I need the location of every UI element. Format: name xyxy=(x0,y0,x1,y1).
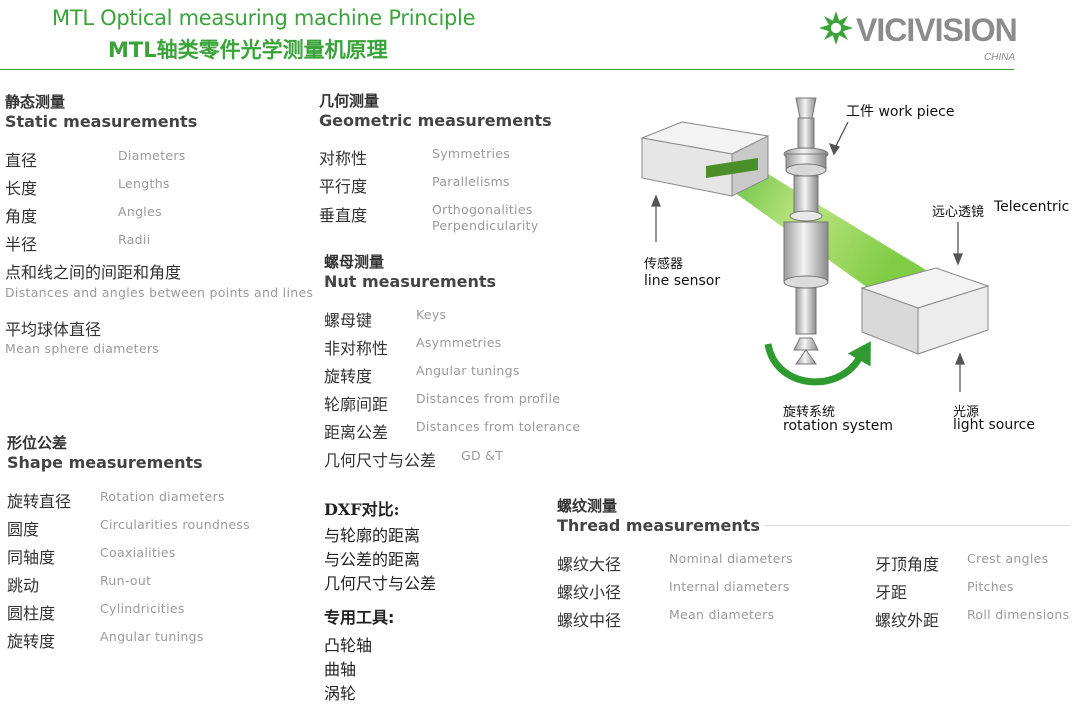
thread-item-en: Crest angles xyxy=(967,551,1049,566)
thread-item-en: Pitches xyxy=(967,579,1014,594)
thread-item-en: Mean diameters xyxy=(669,607,775,622)
thread-item-cn: 螺纹小径 xyxy=(557,583,622,602)
nut-heading-cn: 螺母测量 xyxy=(324,253,385,271)
shape-item-en: Circularities roundness xyxy=(100,517,250,532)
rotation-label-en: rotation system xyxy=(783,418,893,434)
thread-item-en: Internal diameters xyxy=(669,579,790,594)
workpiece-shaft xyxy=(783,97,829,365)
shape-heading-en: Shape measurements xyxy=(7,453,203,472)
static-item-en: Lengths xyxy=(118,176,170,191)
static-sphere-en: Mean sphere diameters xyxy=(5,341,160,356)
thread-item-en: Nominal diameters xyxy=(669,551,793,566)
static-item-en: Diameters xyxy=(118,148,186,163)
rotation-arrow-icon xyxy=(764,343,866,386)
nut-item-en: Keys xyxy=(416,307,447,322)
shape-item-cn: 同轴度 xyxy=(7,548,56,567)
light-label-cn: 光源 xyxy=(953,405,980,420)
nut-item-en: Distances from profile xyxy=(416,391,561,406)
logo-subtext: CHINA xyxy=(984,52,1015,63)
nut-item-en: Distances from tolerance xyxy=(416,419,581,434)
nut-item-en: GD &T xyxy=(461,448,504,463)
shape-item-en: Rotation diameters xyxy=(100,489,225,504)
thread-heading-en: Thread measurements xyxy=(557,516,760,535)
static-item-cn: 半径 xyxy=(5,235,38,254)
nut-heading-en: Nut measurements xyxy=(324,272,497,291)
static-heading-en: Static measurements xyxy=(5,112,198,131)
shape-item-en: Coaxialities xyxy=(100,545,176,560)
geometric-item-cn: 对称性 xyxy=(319,149,368,168)
static-points-en: Distances and angles between points and … xyxy=(5,285,314,300)
geometric-heading-cn: 几何测量 xyxy=(319,92,380,110)
thread-item-cn: 螺纹外距 xyxy=(875,611,940,630)
light-source-box xyxy=(860,267,990,355)
logo-burst-icon xyxy=(819,11,853,45)
thread-item-cn: 牙距 xyxy=(875,583,908,602)
nut-item-cn: 螺母键 xyxy=(324,311,373,330)
sensor-label-en: line sensor xyxy=(644,273,721,289)
geometric-item-cn: 平行度 xyxy=(319,177,368,196)
telecentric-label-cn: 远心透镜 xyxy=(932,205,985,220)
nut-item-cn: 距离公差 xyxy=(324,423,389,442)
nut-item-cn: 几何尺寸与公差 xyxy=(324,451,437,470)
static-item-cn: 直径 xyxy=(5,151,38,170)
nut-item-cn: 非对称性 xyxy=(324,339,389,358)
thread-item-en: Roll dimensions xyxy=(967,607,1070,622)
shape-item-cn: 圆度 xyxy=(7,520,40,539)
line-sensor-box xyxy=(640,121,770,197)
vicivision-logo: VICIVISION CHINA xyxy=(819,11,1018,63)
dxf-item: 与公差的距离 xyxy=(324,550,421,569)
shape-item-en: Run-out xyxy=(100,573,152,588)
nut-item-cn: 轮廓间距 xyxy=(324,395,389,414)
static-item-en: Angles xyxy=(118,204,162,219)
light-label-en: light source xyxy=(953,417,1035,433)
static-item-en: Radii xyxy=(118,232,151,247)
thread-item-cn: 螺纹大径 xyxy=(557,555,622,574)
shape-item-cn: 跳动 xyxy=(7,576,40,595)
workpiece-label: 工件 work piece xyxy=(846,104,955,120)
dxf-item: 几何尺寸与公差 xyxy=(324,574,437,593)
shape-heading-cn: 形位公差 xyxy=(7,434,68,452)
dxf-item: 与轮廓的距离 xyxy=(324,526,421,545)
telecentric-label-en: Telecentric xyxy=(994,199,1070,215)
static-heading-cn: 静态测量 xyxy=(5,93,66,111)
dxf-heading: DXF对比: xyxy=(324,500,400,519)
pointer-arrows xyxy=(651,121,965,392)
header-divider xyxy=(0,69,1014,70)
tools-item: 凸轮轴 xyxy=(324,636,373,655)
shape-item-cn: 圆柱度 xyxy=(7,604,56,623)
shape-item-cn: 旋转度 xyxy=(7,632,56,651)
static-points-cn: 点和线之间的间距和角度 xyxy=(5,263,182,282)
geometric-heading-en: Geometric measurements xyxy=(319,111,552,130)
tools-heading: 专用工具: xyxy=(324,608,395,627)
machine-diagram xyxy=(640,97,990,392)
geometric-item-en: Symmetries xyxy=(432,146,511,161)
nut-item-en: Angular tunings xyxy=(416,363,520,378)
shape-item-en: Angular tunings xyxy=(100,629,204,644)
tools-item: 涡轮 xyxy=(324,684,357,703)
static-item-cn: 长度 xyxy=(5,179,38,198)
rotation-label-cn: 旋转系统 xyxy=(783,405,836,420)
title-english: MTL Optical measuring machine Principle xyxy=(52,6,476,30)
shape-item-en: Cylindricities xyxy=(100,601,185,616)
tools-item: 曲轴 xyxy=(324,660,357,679)
static-sphere-cn: 平均球体直径 xyxy=(5,320,102,339)
geometric-item-en: Parallelisms xyxy=(432,174,510,189)
thread-item-cn: 螺纹中径 xyxy=(557,611,622,630)
thread-heading-cn: 螺纹测量 xyxy=(557,497,618,515)
geometric-item-en: Orthogonalities xyxy=(432,202,533,217)
thread-item-cn: 牙顶角度 xyxy=(875,555,940,574)
title-chinese: MTL轴类零件光学测量机原理 xyxy=(108,38,388,62)
geometric-item-en-secondary: Perpendicularity xyxy=(432,218,539,233)
static-item-cn: 角度 xyxy=(5,207,38,226)
nut-item-cn: 旋转度 xyxy=(324,367,373,386)
shape-item-cn: 旋转直径 xyxy=(7,492,72,511)
geometric-item-cn: 垂直度 xyxy=(319,206,368,225)
sensor-label-cn: 传感器 xyxy=(644,257,684,272)
nut-item-en: Asymmetries xyxy=(416,335,502,350)
logo-text: VICIVISION xyxy=(856,12,1017,48)
thread-divider xyxy=(765,525,1070,526)
